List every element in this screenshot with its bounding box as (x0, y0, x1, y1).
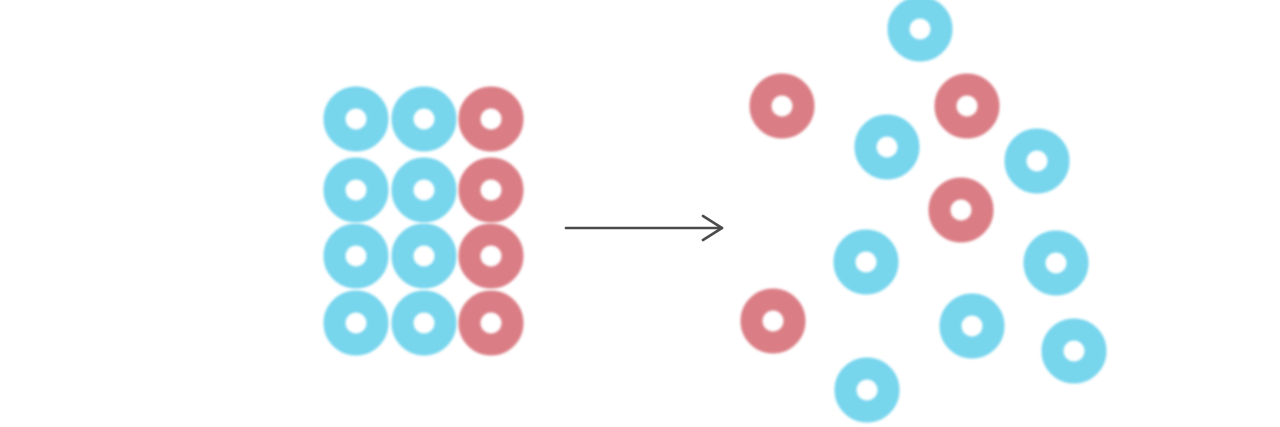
blue-ring (887, 0, 953, 62)
left-ring-grid (323, 86, 524, 356)
blue-ring (939, 293, 1005, 359)
blue-ring (323, 290, 389, 356)
blue-ring (833, 229, 899, 295)
red-ring (749, 73, 815, 139)
red-ring (458, 223, 524, 289)
red-ring (934, 73, 1000, 139)
red-ring (928, 177, 994, 243)
blue-ring (391, 290, 457, 356)
blue-ring (391, 157, 457, 223)
blue-ring (854, 114, 920, 180)
blue-ring (323, 223, 389, 289)
blue-ring (1023, 230, 1089, 296)
blue-ring (391, 223, 457, 289)
blue-ring (323, 86, 389, 152)
red-ring (740, 288, 806, 354)
transition-arrow (564, 214, 724, 242)
red-ring (458, 86, 524, 152)
blue-ring (391, 86, 457, 152)
red-ring (458, 157, 524, 223)
red-ring (458, 290, 524, 356)
blue-ring (834, 357, 900, 423)
blue-ring (1041, 318, 1107, 384)
blue-ring (1004, 128, 1070, 194)
right-ring-scatter (740, 0, 1107, 423)
arrow-head (701, 214, 724, 242)
blue-ring (323, 157, 389, 223)
